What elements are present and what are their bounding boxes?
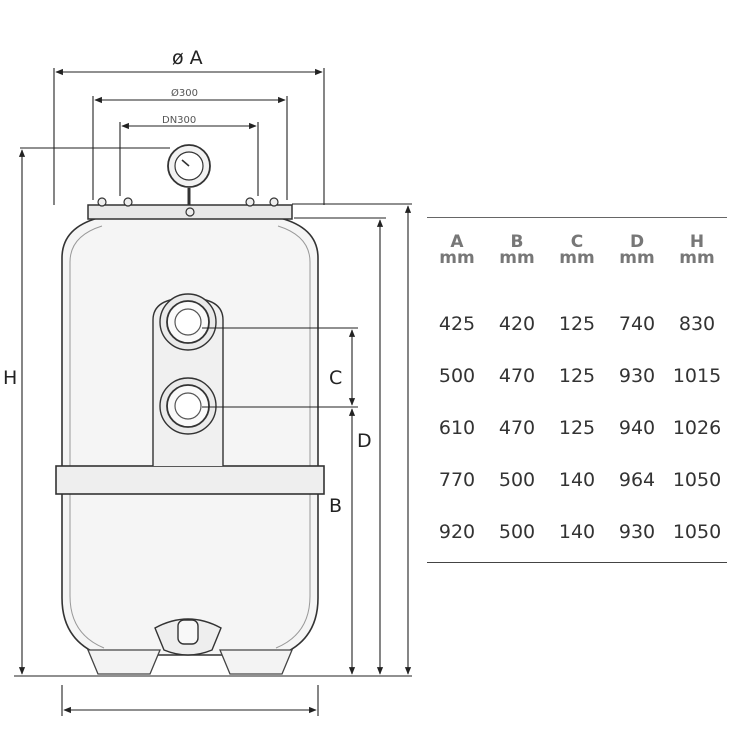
table-cell: 470 (498, 417, 536, 439)
table-body: 425 420 125 740 830 500 470 125 930 1015… (427, 278, 727, 562)
mid-band (55, 465, 325, 495)
table-cell: 740 (618, 313, 656, 335)
table-cell: 500 (438, 365, 476, 387)
tank-feet (87, 649, 293, 675)
header-letter: D (629, 232, 645, 252)
pressure-gauge-icon (167, 144, 211, 205)
header-unit: mm (439, 248, 475, 268)
table-cell: 830 (678, 313, 716, 335)
label-diameter-a: ø A (172, 47, 203, 69)
table-top-rule (427, 217, 727, 218)
table-cell: 1026 (672, 417, 722, 439)
table-cell: 964 (618, 469, 656, 491)
label-height-h: H (3, 367, 17, 389)
table-cell: 125 (558, 365, 596, 387)
header-unit: mm (499, 248, 535, 268)
table-cell: 470 (498, 365, 536, 387)
table-cell: 140 (558, 469, 596, 491)
label-flange-diameter: Ø300 (171, 87, 198, 99)
header-unit: mm (619, 248, 655, 268)
table-cell: 420 (498, 313, 536, 335)
drain-icon (154, 618, 222, 656)
table-cell: 940 (618, 417, 656, 439)
table-cell: 1050 (672, 469, 722, 491)
flange-bolts (97, 197, 279, 217)
header-unit: mm (679, 248, 715, 268)
table-cell: 425 (438, 313, 476, 335)
table-cell: 930 (618, 365, 656, 387)
table-cell: 930 (618, 521, 656, 543)
header-letter: H (689, 232, 705, 252)
table-row: 770 500 140 964 1050 (427, 454, 727, 506)
header-letter: B (510, 232, 524, 252)
table-row: 920 500 140 930 1050 (427, 506, 727, 558)
table-cell: 1050 (672, 521, 722, 543)
table-cell: 1015 (672, 365, 722, 387)
table-cell: 500 (498, 469, 536, 491)
label-dim-c: C (329, 367, 342, 389)
label-flange-dn: DN300 (162, 115, 196, 126)
table-row: 610 470 125 940 1026 (427, 402, 727, 454)
table-bottom-rule (427, 562, 727, 563)
upper-port-icon (159, 293, 217, 351)
header-unit: mm (559, 248, 595, 268)
header-letter: A (450, 232, 464, 252)
table-cell: 500 (498, 521, 536, 543)
table-row: 500 470 125 930 1015 (427, 350, 727, 402)
table-cell: 770 (438, 469, 476, 491)
header-letter: C (570, 232, 584, 252)
table-cell: 920 (438, 521, 476, 543)
table-cell: 140 (558, 521, 596, 543)
table-cell: 125 (558, 313, 596, 335)
table-cell: 610 (438, 417, 476, 439)
label-dim-d: D (357, 430, 372, 452)
table-cell: 125 (558, 417, 596, 439)
label-dim-b: B (329, 495, 342, 517)
table-row: 425 420 125 740 830 (427, 298, 727, 350)
lower-port-icon (159, 377, 217, 435)
